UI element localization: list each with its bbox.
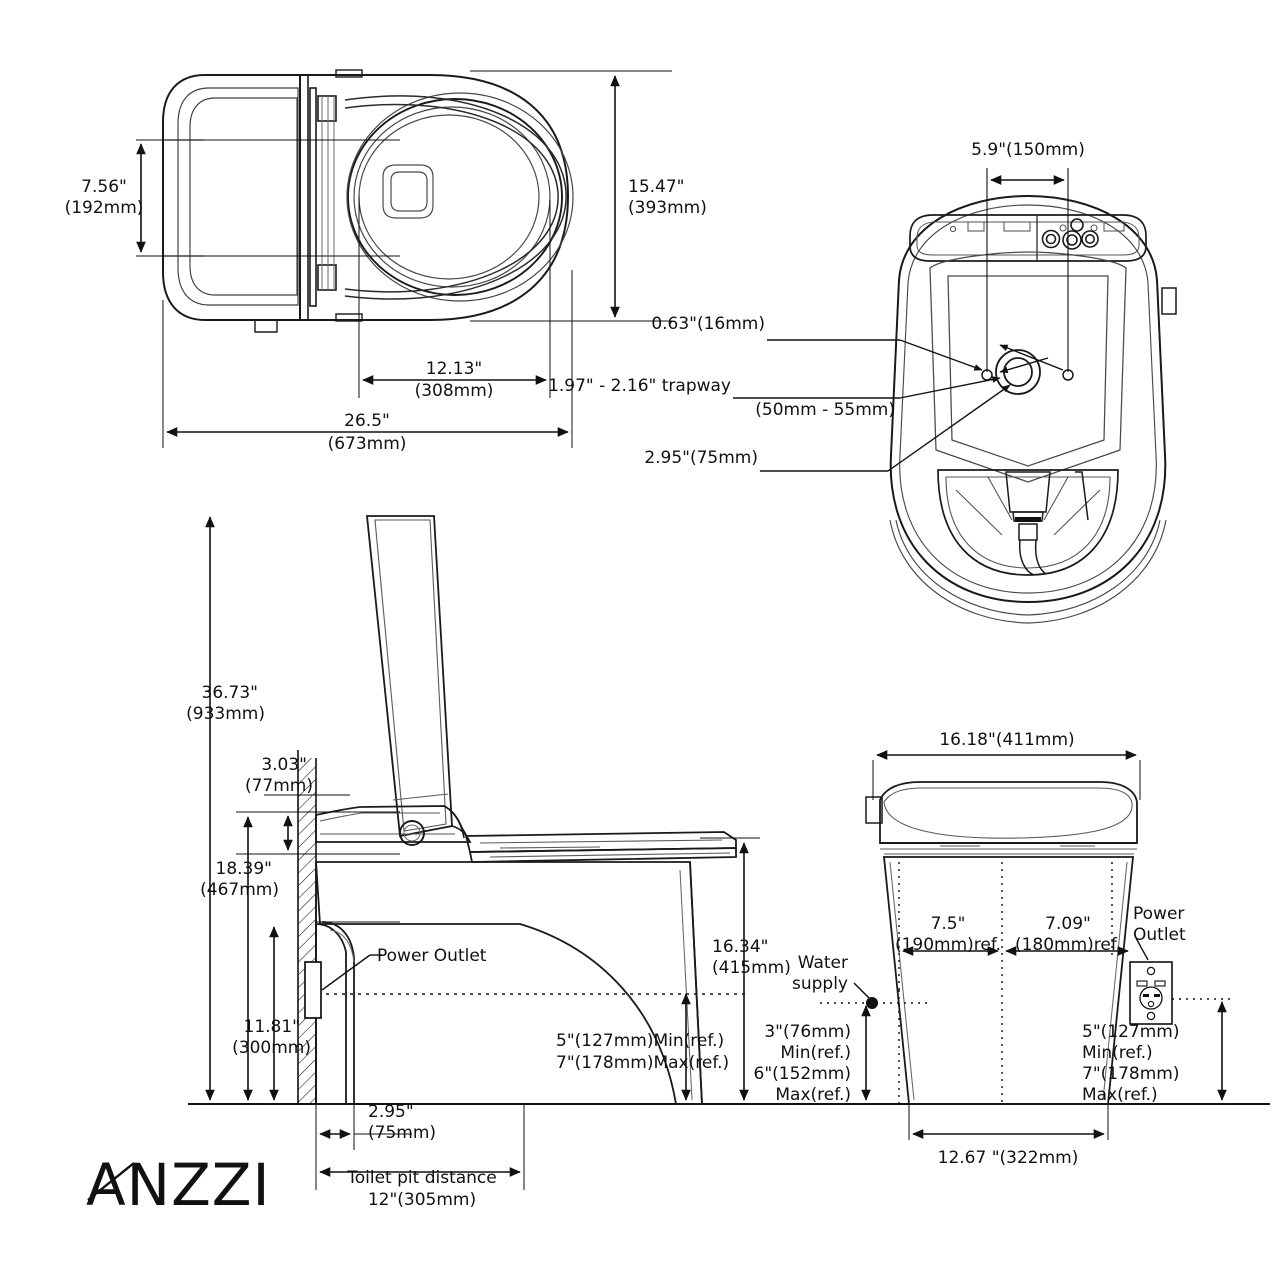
view-bottom-plan: 5.9"(150mm) 0.63"(16mm) 1.97" - 2.16" tr… [548,140,1177,624]
dim-bowl-opening-length: 12.13" (308mm) [358,196,551,401]
label-power-outlet-line2: Outlet [1133,925,1186,945]
water-supply-point [866,997,878,1009]
power-outlet-plate [1129,961,1173,1025]
label-line4: Max(ref.) [1082,1085,1158,1105]
dim-front-outlet-height: 5"(127mm) Min(ref.) 7"(178mm) Max(ref.) [1082,1001,1227,1105]
dim-water-supply-offset: 7.5" (190mm)ref. [895,914,1001,956]
dim-text-line2: (180mm)ref. [1015,935,1121,955]
dim-text-line1: 26.5" [344,411,390,431]
dim-text-line1: 5.9"(150mm) [971,140,1085,160]
dim-seat-height: 16.34" (415mm) [700,837,791,1101]
dim-text-line2: (933mm) [186,704,265,724]
label-power-outlet: Power Outlet [377,946,487,966]
label-line2: Min(ref.) [1082,1043,1153,1063]
dim-text-line1: 16.18"(411mm) [939,730,1074,750]
dim-overall-width: 16.18"(411mm) [872,730,1141,800]
view-side-elevation: Power Outlet 36.73" (933mm) 3.03" (77mm)… [186,515,791,1210]
label-line1: 3"(76mm) [764,1022,851,1042]
label-line2: Min(ref.) [780,1043,851,1063]
dim-text-line2: (308mm) [415,381,494,401]
dim-text-line2: (192mm) [65,198,144,218]
label-line3: 6"(152mm) [754,1064,851,1084]
dim-lid-open-height: 36.73" (933mm) [186,516,265,1101]
dim-text-line2: (393mm) [628,198,707,218]
dim-outlet-height: 11.81" (300mm) [232,926,311,1101]
callout-text: 0.63"(16mm) [651,314,765,334]
dim-text-line2: (190mm)ref. [895,935,1001,955]
power-outlet-box [304,961,322,1019]
label-line2: 7"(178mm)Max(ref.) [556,1053,729,1073]
dim-base-width: 12.67 "(322mm) [908,1104,1109,1168]
dim-pit-distance: Toilet pit distance 12"(305mm) [319,1104,525,1210]
label-water-supply-line1: Water [798,953,848,973]
dim-overall-depth: 15.47" (393mm) [470,70,707,322]
dim-overall-length: 26.5" (673mm) [162,270,573,454]
callout-text: 2.95"(75mm) [644,448,758,468]
dim-text-line1: 2.95" [368,1102,414,1122]
dim-outlet-range: 5"(127mm)Min(ref.) 7"(178mm)Max(ref.) [556,993,729,1101]
dim-text-line2: (77mm) [245,776,313,796]
label-line3: 7"(178mm) [1082,1064,1179,1084]
brand-logo-text: ANZZI [86,1151,271,1219]
dim-text-line2: (467mm) [200,880,279,900]
dim-bolt-spread: 5.9"(150mm) [971,140,1085,372]
dim-water-supply-height: 3"(76mm) Min(ref.) 6"(152mm) Max(ref.) [754,1005,871,1105]
callout-text-line2: (50mm - 55mm) [755,400,895,420]
callout-outlet: 2.95"(75mm) [644,384,1011,472]
label-water-supply-line2: supply [792,974,848,994]
callout-trapway: 1.97" - 2.16" trapway (50mm - 55mm) [548,357,1049,420]
label-line4: Max(ref.) [775,1085,851,1105]
dim-text-line1: 36.73" [202,683,259,703]
view-front-elevation: Water supply Power Outlet 16.18"(411mm) [754,730,1270,1168]
dim-text-line1: 3.03" [261,755,307,775]
dim-text-line1: 18.39" [216,859,273,879]
dim-seat-back-height: 18.39" (467mm) [200,816,279,1101]
dim-text-line1: 16.34" [712,937,769,957]
dim-rough-in-offset: 2.95" (75mm) [315,1102,436,1190]
dim-outlet-offset: 7.09" (180mm)ref. [1005,914,1129,956]
dim-text-line1: 7.09" [1045,914,1091,934]
dim-text-line1: 12.67 "(322mm) [938,1148,1079,1168]
dim-seat-opening-width: 7.56" (192mm) [65,139,400,257]
view-top-plan: 7.56" (192mm) 15.47" (393mm) 12.13" (308… [65,69,707,454]
label-power-outlet-line1: Power [1133,904,1184,924]
dim-text-line1: 7.56" [81,177,127,197]
dim-tank-top-offset: 3.03" (77mm) [236,755,400,855]
dim-text-line2: (415mm) [712,958,791,978]
dim-text-line1: 7.5" [931,914,966,934]
dim-text-line2: (300mm) [232,1038,311,1058]
label-line1: 5"(127mm) [1082,1022,1179,1042]
dim-text-line2: (75mm) [368,1123,436,1143]
callout-text-line1: 1.97" - 2.16" trapway [548,376,731,396]
brand-logo: ANZZI [86,1151,271,1219]
dim-text-line1: 12.13" [426,359,483,379]
label-line1: 5"(127mm)Min(ref.) [556,1031,724,1051]
dim-text-line1: 11.81" [244,1017,301,1037]
dim-text-line2: (673mm) [328,434,407,454]
label-line1: Toilet pit distance [346,1168,497,1188]
callout-bolt-hole: 0.63"(16mm) [651,314,1064,371]
label-line2: 12"(305mm) [368,1190,476,1210]
dim-text-line1: 15.47" [628,177,685,197]
